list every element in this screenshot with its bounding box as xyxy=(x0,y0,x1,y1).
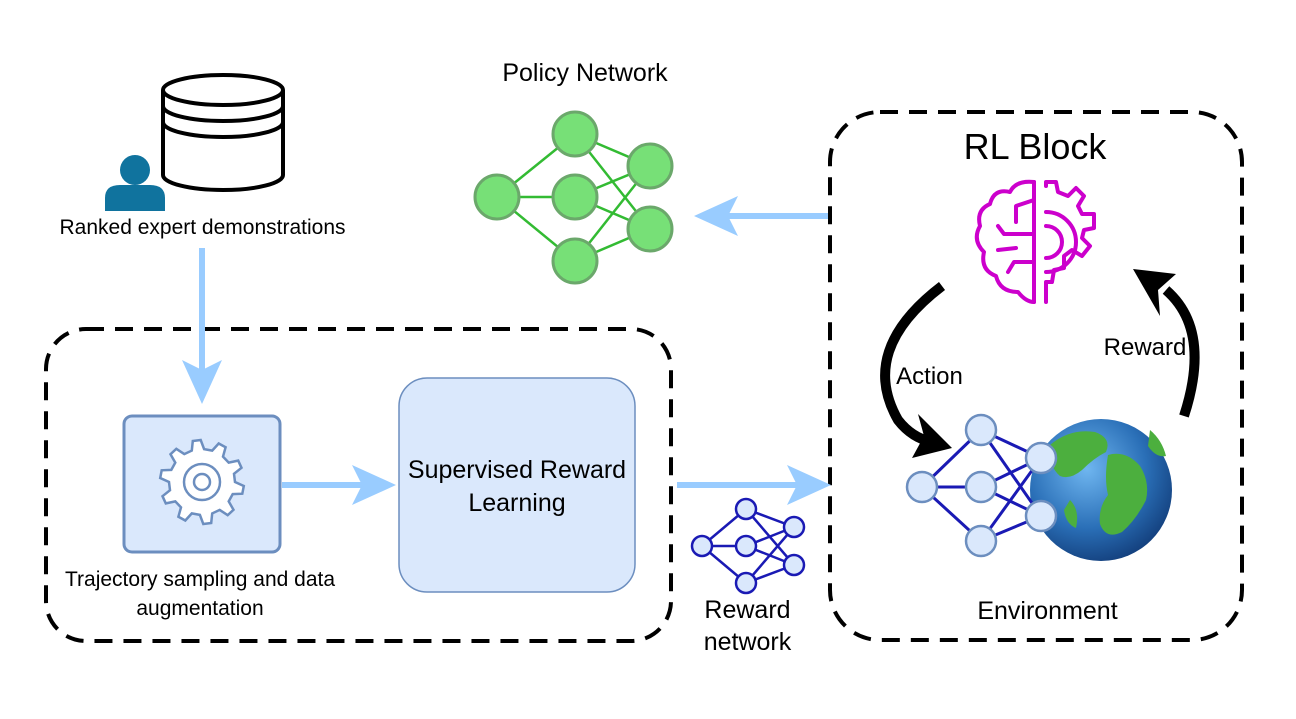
rl-block-container xyxy=(828,110,1244,642)
supervised-reward-learning-box xyxy=(398,377,636,593)
environment-label: Environment xyxy=(977,597,1118,625)
user-icon xyxy=(105,155,165,211)
arrow-learning-to-rl xyxy=(677,465,831,505)
environment-network-icon xyxy=(905,413,1058,558)
arrow-sampling-to-learning xyxy=(282,465,396,505)
gear-icon xyxy=(158,438,246,526)
reward-network-icon xyxy=(690,497,806,595)
trajectory-sampling-label: Trajectory sampling and data augmentatio… xyxy=(64,568,336,620)
ranked-expert-label: Ranked expert demonstrations xyxy=(59,216,346,239)
globe-icon xyxy=(1030,419,1172,561)
rl-block-title: RL Block xyxy=(963,126,1107,167)
database-icon xyxy=(161,73,285,192)
reward-network-label: Reward network xyxy=(703,596,792,656)
action-arrow xyxy=(880,282,952,458)
action-label: Action xyxy=(896,363,963,390)
reward-label: Reward xyxy=(1103,334,1187,361)
arrow-demos-to-sampling xyxy=(182,248,222,404)
brain-gear-icon xyxy=(974,179,1096,304)
arrow-rl-to-policy xyxy=(694,196,828,236)
reward-arrow xyxy=(1133,269,1200,418)
policy-network-label: Policy Network xyxy=(502,59,668,87)
reward-learning-container xyxy=(44,327,673,643)
policy-network-icon xyxy=(473,110,674,285)
supervised-reward-learning-label: Supervised Reward Learning xyxy=(407,456,627,517)
